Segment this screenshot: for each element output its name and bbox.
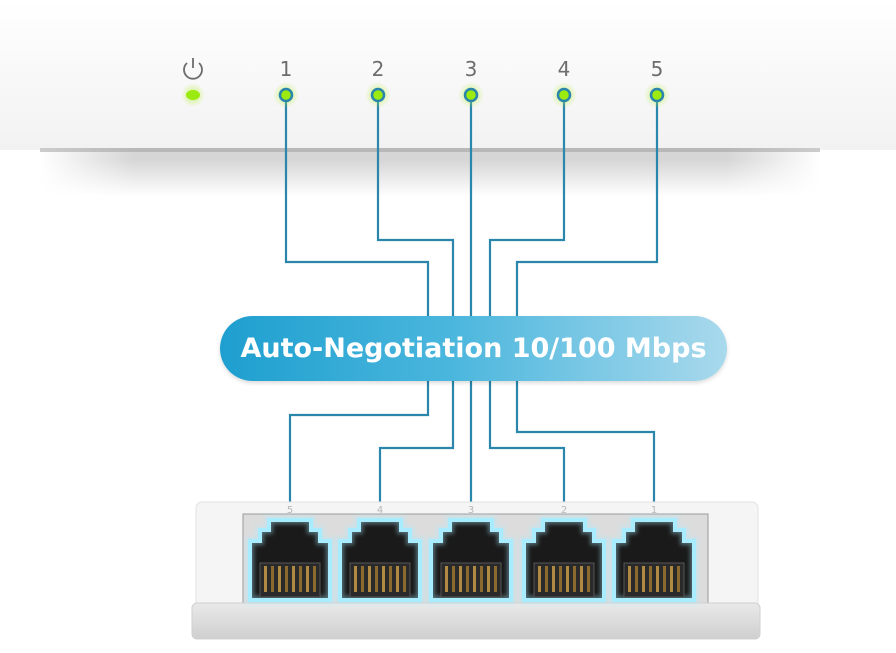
port-led	[370, 87, 386, 103]
power-icon	[183, 58, 203, 80]
power-led	[186, 90, 200, 100]
line-port-4	[488, 101, 566, 320]
top-port-label: 5	[651, 57, 664, 81]
line-bottom-1	[515, 378, 656, 502]
device-edge-line	[40, 148, 820, 152]
switch-port-label: 4	[377, 505, 383, 516]
top-port-label: 4	[558, 57, 571, 81]
line-port-1	[284, 101, 430, 320]
banner-text: Auto-Negotiation 10/100 Mbps	[240, 333, 707, 364]
connection-lines	[284, 101, 659, 502]
line-port-2	[376, 101, 455, 320]
switch-port-label: 1	[651, 505, 657, 516]
switch-port-label: 3	[468, 505, 474, 516]
device-edge-fade	[40, 160, 820, 196]
switch-port-label: 5	[287, 505, 293, 516]
auto-negotiation-banner: Auto-Negotiation 10/100 Mbps	[220, 316, 727, 381]
ethernet-port	[336, 516, 424, 604]
line-bottom-4	[378, 378, 455, 502]
port-led	[649, 87, 665, 103]
ethernet-port	[427, 516, 515, 604]
port-led	[556, 87, 572, 103]
ethernet-port	[246, 516, 334, 604]
device-top-panel	[0, 0, 896, 150]
line-bottom-2	[488, 378, 566, 502]
ethernet-port	[610, 516, 698, 604]
port-led	[463, 87, 479, 103]
top-port-label: 1	[280, 57, 293, 81]
switch-port-label: 2	[561, 505, 567, 516]
ethernet-port	[520, 516, 608, 604]
line-bottom-5	[288, 378, 430, 502]
port-led	[278, 87, 294, 103]
top-port-label: 3	[465, 57, 478, 81]
switch-base	[191, 602, 761, 640]
top-port-label: 2	[372, 57, 385, 81]
line-port-5	[515, 101, 659, 320]
